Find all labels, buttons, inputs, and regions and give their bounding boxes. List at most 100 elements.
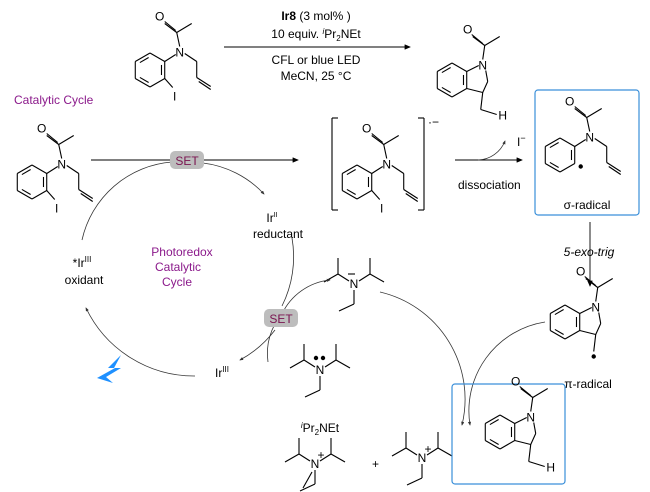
- hydrogen-atom: H: [546, 461, 555, 475]
- bond: [533, 422, 537, 434]
- bond: [284, 453, 300, 463]
- cycle-title-line2: Catalytic: [155, 260, 201, 274]
- ring-bond: [135, 52, 151, 62]
- bond: [595, 287, 599, 302]
- ir3-excited-label: *IrIII: [73, 255, 92, 270]
- light-source-label: CFL or blue LED: [272, 53, 361, 67]
- iminium-nitrogen: N: [311, 457, 320, 471]
- bond: [358, 273, 371, 282]
- nitrogen-atom: N: [585, 131, 594, 145]
- bond: [46, 190, 56, 200]
- alkene-double-bond: [80, 193, 94, 202]
- bond: [574, 139, 587, 147]
- bond: [66, 165, 80, 174]
- bond: [437, 447, 453, 457]
- oxidant-label: oxidant: [65, 273, 104, 287]
- cycle-arc-bottom: [85, 307, 196, 377]
- light-bolt-icon: [97, 355, 121, 383]
- bond: [58, 144, 63, 159]
- sigma-radical-dot: [578, 164, 583, 169]
- ring-bond: [564, 330, 580, 340]
- bond: [514, 439, 531, 446]
- oxygen-atom: O: [37, 122, 46, 136]
- alkene-double-bond: [198, 81, 212, 90]
- ring-bond: [550, 330, 566, 340]
- set-badge-top: SET: [170, 151, 204, 169]
- bond: [484, 36, 501, 46]
- bond: [472, 36, 486, 46]
- lone-pair-dot: [320, 355, 326, 361]
- bond: [405, 447, 418, 456]
- bond: [586, 108, 603, 118]
- bond: [299, 483, 316, 492]
- ir3-label: IrIII: [215, 365, 229, 380]
- ring-bond: [342, 190, 358, 200]
- bond: [594, 138, 608, 147]
- svg-text:SET: SET: [269, 312, 293, 326]
- bond: [466, 87, 483, 94]
- bond: [335, 359, 351, 369]
- oxygen-atom: O: [463, 23, 472, 37]
- nitrogen-atom: N: [526, 411, 535, 425]
- bond: [485, 70, 489, 82]
- pi-radical-arc: [467, 321, 546, 426]
- carbonyl-double-bond: [164, 21, 177, 31]
- exo-trig-label: 5-exo-trig: [564, 245, 615, 259]
- bond: [164, 78, 174, 88]
- section-title: Catalytic Cycle: [14, 93, 94, 107]
- double-bond: [489, 438, 499, 445]
- bond: [471, 34, 484, 44]
- nitrogen-atom: N: [478, 59, 487, 73]
- oxygen-atom: O: [576, 265, 585, 279]
- ring-bond: [485, 440, 501, 450]
- ring-bond: [31, 190, 47, 200]
- amine-label: iPr2NEt: [301, 421, 340, 437]
- cation-plus-sign: +: [317, 448, 324, 462]
- amine-radical-cation-nitrogen: N: [350, 277, 359, 291]
- bond: [369, 273, 385, 283]
- ring-bond: [451, 62, 467, 72]
- iodine-atom: I: [55, 202, 58, 216]
- bond: [303, 359, 316, 368]
- ammonium-nitrogen: N: [418, 451, 427, 465]
- bond: [403, 189, 419, 199]
- ring-bond: [17, 164, 33, 174]
- ir2-label: IrII: [266, 211, 277, 225]
- solvent-temp-label: MeCN, 25 °C: [281, 69, 352, 83]
- cycle-arc-right-top: [202, 162, 265, 195]
- bond: [528, 444, 532, 462]
- iminium-double-bond: [302, 471, 313, 489]
- bond: [530, 397, 534, 412]
- bond: [330, 453, 346, 463]
- bond: [391, 447, 407, 457]
- ring-bond: [31, 164, 47, 174]
- ring-bond: [342, 164, 358, 174]
- bond: [337, 273, 350, 282]
- sigma-radical-label: σ-radical: [564, 198, 611, 212]
- cycle-arc-top: [81, 161, 173, 241]
- bond: [597, 278, 614, 288]
- double-bond: [549, 161, 559, 168]
- carbonyl-double-bond: [574, 106, 587, 116]
- pi-radical-dot: [591, 354, 596, 359]
- bond: [298, 453, 311, 462]
- bond: [383, 144, 388, 159]
- hydrogen-atom: H: [498, 109, 507, 123]
- pi-radical-label: π-radical: [564, 377, 612, 391]
- oxygen-atom: O: [155, 10, 164, 24]
- bond: [514, 417, 527, 424]
- double-bond: [554, 328, 564, 335]
- nitrogen-atom: N: [57, 158, 66, 172]
- bond: [519, 386, 532, 396]
- base-label: 10 equiv. iPr2NEt: [271, 27, 361, 43]
- double-bond: [21, 188, 31, 195]
- alkene-double-bond: [405, 193, 419, 202]
- ring-bond: [545, 137, 561, 147]
- double-bond: [21, 169, 31, 176]
- bond: [528, 460, 545, 468]
- double-bond: [139, 57, 149, 64]
- cycle-title-line3: Cycle: [162, 275, 192, 289]
- bond: [184, 53, 198, 62]
